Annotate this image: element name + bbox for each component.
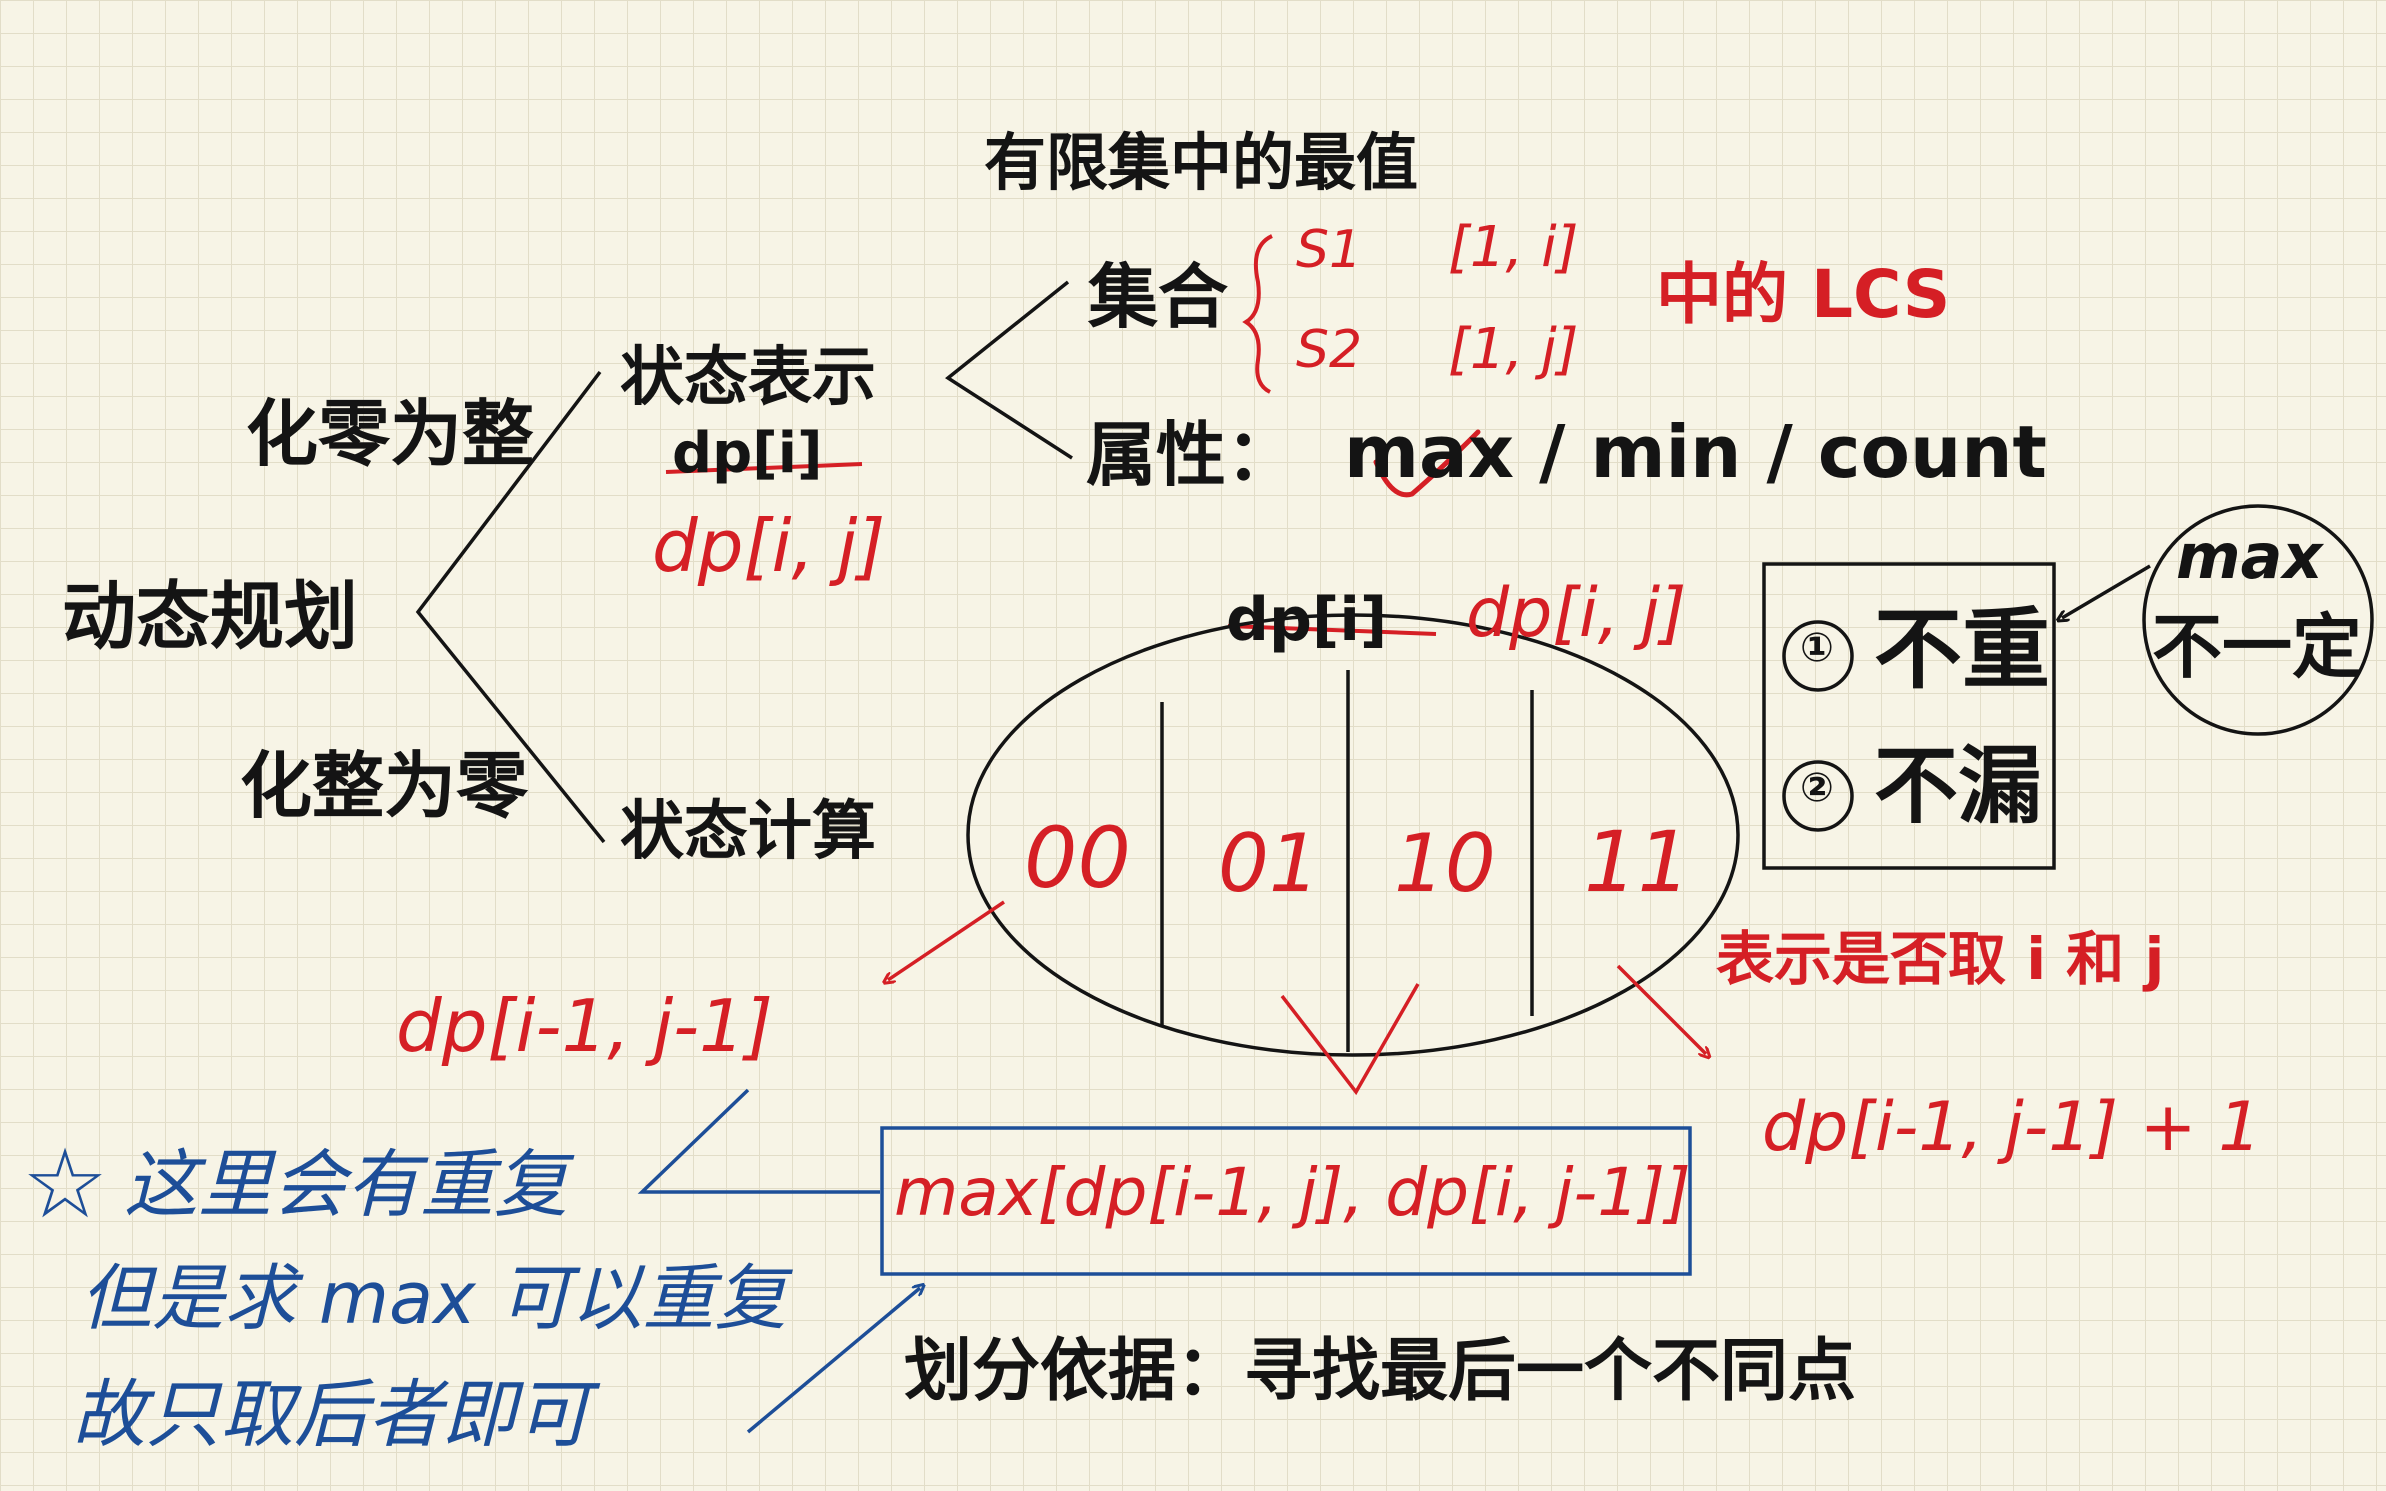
criteria-item-1-number: ① <box>1800 625 1834 671</box>
root-fork <box>415 370 606 844</box>
arrow-to-left-result <box>888 900 1005 980</box>
root-label: 动态规划 <box>62 574 358 660</box>
circle-note-outline <box>2142 504 2374 736</box>
set-suffix: 中的 LCS <box>1656 256 1951 333</box>
right-note: 表示是否取 i 和 j <box>1716 925 2165 993</box>
right-result: dp[i-1, j-1] + 1 <box>1762 1088 2262 1167</box>
criteria-item-2: 不漏 <box>1874 737 2043 835</box>
partition-cell-10: 10 <box>1394 817 1496 910</box>
partition-basis-note: 划分依据：寻找最后一个不同点 <box>904 1332 1857 1411</box>
strike-dp-i-top <box>665 462 863 474</box>
circle-note-line2: 不一定 <box>2152 606 2362 688</box>
blue-bracket <box>637 1088 880 1194</box>
blue-note-line1: 这里会有重复 <box>124 1142 568 1228</box>
set-item-1: S1 <box>1296 220 1363 280</box>
arrow-to-right-result <box>1616 964 1706 1054</box>
partition-cell-11: 11 <box>1584 813 1691 911</box>
state-repr-fixed: dp[i, j] <box>652 504 886 588</box>
partition-label-struck: dp[i] <box>1226 585 1388 655</box>
blue-arrow <box>746 1288 920 1434</box>
set-brace <box>1242 234 1273 394</box>
branch-top-label: 化零为整 <box>246 392 535 476</box>
state-repr-fork <box>945 280 1073 460</box>
criteria-item-2-number: ② <box>1800 765 1834 811</box>
partition-cell-01: 01 <box>1218 817 1320 910</box>
set-item-2: S2 <box>1296 320 1363 380</box>
attr-label: 属性： <box>1086 414 1296 496</box>
state-repr-struck: dp[i] <box>672 421 823 486</box>
strike-dp-i-partition <box>1227 624 1437 636</box>
partition-label: dp[i, j] <box>1466 574 1687 653</box>
criteria-box <box>1762 562 2056 870</box>
attr-values: max / min / count <box>1344 410 2047 494</box>
middle-result: max[dp[i-1, j], dp[i, j-1]] <box>894 1154 1691 1231</box>
branch-bottom-label: 化整为零 <box>240 744 529 828</box>
state-repr-label: 状态表示 <box>620 341 876 415</box>
representation-header: 有限集中的最值 <box>984 126 1419 199</box>
left-result: dp[i-1, j-1] <box>396 984 773 1068</box>
middle-funnel <box>1280 983 1420 1096</box>
item-2-circle <box>1782 760 1854 832</box>
set-range-2: [1, j] <box>1448 317 1579 382</box>
blue-note-line3: 故只取后者即可 <box>72 1372 590 1458</box>
state-calc-label: 状态计算 <box>620 795 876 869</box>
partition-ellipse <box>966 613 1740 1057</box>
criteria-item-1: 不重 <box>1874 598 2051 701</box>
max-checkmark <box>1373 429 1481 498</box>
set-label: 集合 <box>1088 256 1228 338</box>
middle-result-box <box>880 1126 1692 1276</box>
set-range-1: [1, i] <box>1448 215 1579 280</box>
item-1-circle <box>1782 620 1854 692</box>
circle-note-line1: max <box>2176 520 2323 593</box>
star-icon: ☆ <box>22 1128 109 1240</box>
partition-cell-00: 00 <box>1024 809 1131 907</box>
blue-note-line2: 但是求 max 可以重复 <box>80 1256 787 1340</box>
circle-to-box-arrow <box>2062 564 2151 618</box>
